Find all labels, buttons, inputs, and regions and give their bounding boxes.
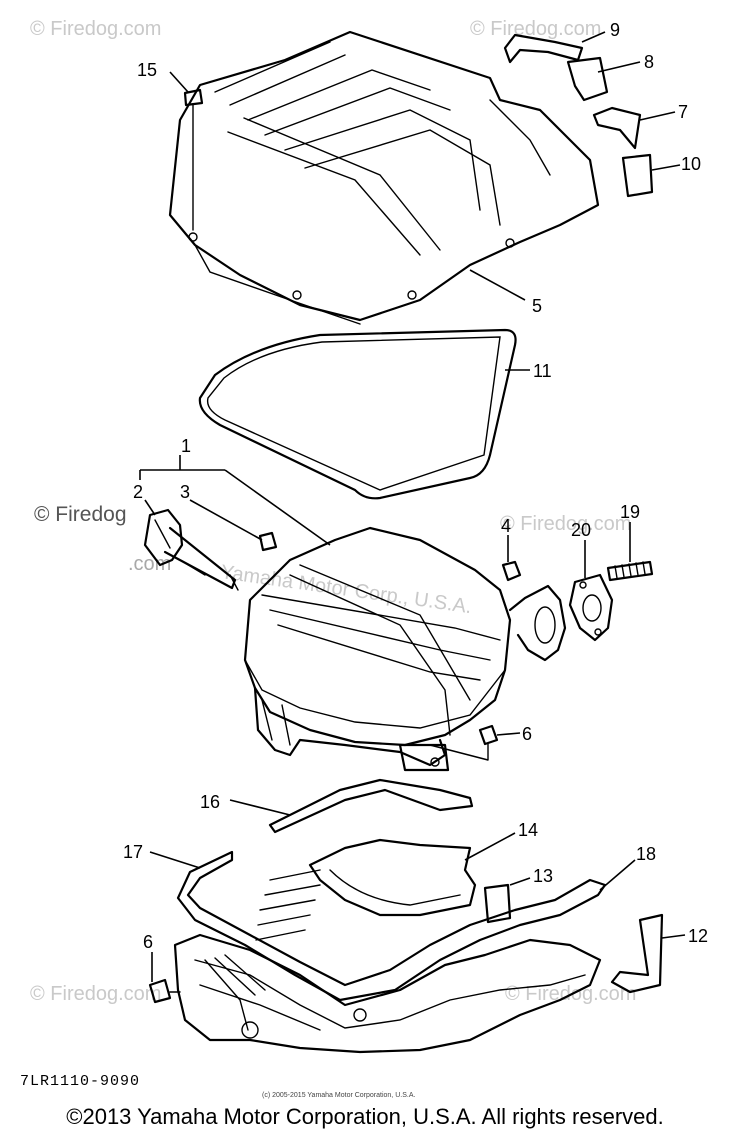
- part-label: 4: [501, 516, 511, 536]
- leader-lines: [139, 31, 686, 982]
- bracket: [610, 913, 664, 994]
- part-label: 3: [180, 482, 190, 502]
- part-label: 6: [143, 932, 153, 952]
- watermark: © Firedog.com: [470, 18, 601, 40]
- part-label: 13: [533, 866, 553, 886]
- part-label: 5: [532, 296, 542, 316]
- part-label: 6: [522, 724, 532, 744]
- pad: [483, 883, 512, 924]
- part-label: 20: [571, 520, 591, 540]
- drawing-code: 7LR1110-9090: [20, 1073, 140, 1090]
- part-label: 19: [620, 502, 640, 522]
- part-label: 1: [181, 436, 191, 456]
- part-label: 12: [688, 926, 708, 946]
- air-cleaner-lower-case: [173, 933, 602, 1054]
- gasket: [568, 573, 614, 642]
- part-label: 18: [636, 844, 656, 864]
- part-label: 8: [644, 52, 654, 72]
- small-credit: (c) 2005-2015 Yamaha Motor Corporation, …: [262, 1092, 415, 1099]
- part-label: 17: [123, 842, 143, 862]
- air-filter-element: [198, 328, 517, 500]
- bolt: [148, 978, 181, 1004]
- air-cleaner-case: [243, 526, 567, 772]
- watermark: © Firedog.com: [30, 18, 161, 40]
- part-label: 2: [133, 482, 143, 502]
- part-label: 14: [518, 820, 538, 840]
- watermark: © Firedog: [34, 503, 127, 526]
- seal-strip: [268, 778, 474, 834]
- watermark: .com: [128, 553, 171, 575]
- part-label: 15: [137, 60, 157, 80]
- part-label: 10: [681, 154, 701, 174]
- watermark: © Firedog.com: [500, 513, 631, 535]
- stud-bolt: [606, 560, 654, 582]
- bolt: [478, 724, 499, 761]
- nut: [501, 560, 522, 582]
- bolt: [183, 88, 204, 231]
- lower-seal-frame: [176, 838, 607, 1002]
- air-cleaner-upper-cover: [168, 30, 600, 325]
- part-label: 9: [610, 20, 620, 40]
- copyright-notice: ©2013 Yamaha Motor Corporation, U.S.A. A…: [66, 1104, 664, 1129]
- part-label: 11: [533, 361, 552, 381]
- intake-tube: [143, 508, 239, 591]
- part-label: 16: [200, 792, 220, 812]
- watermark: © Firedog.com: [30, 983, 161, 1005]
- foam-pads: [503, 33, 654, 198]
- small-bolt: [258, 531, 278, 552]
- part-label: 7: [678, 102, 688, 122]
